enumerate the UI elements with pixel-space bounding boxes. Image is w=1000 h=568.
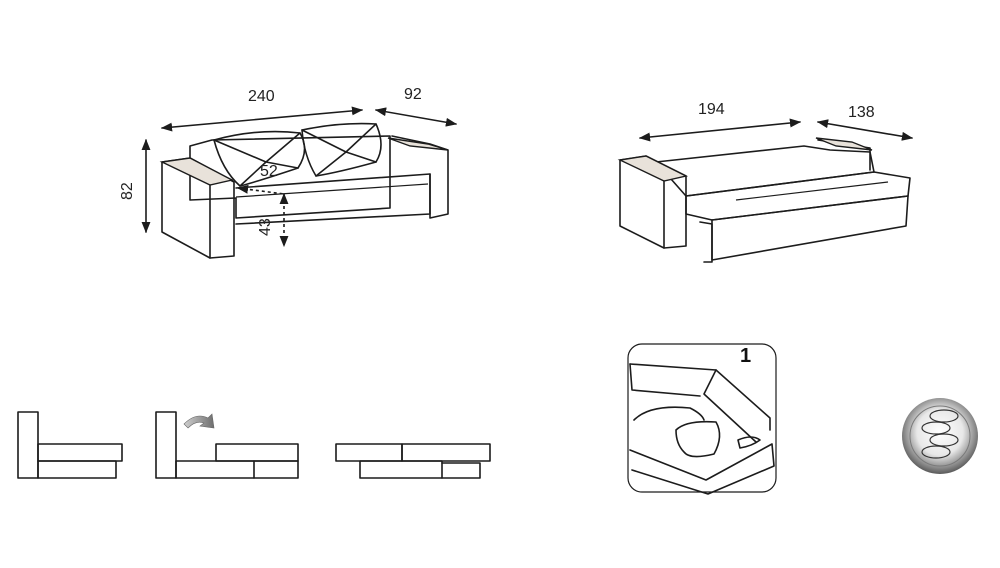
fold-step-3 [335,443,491,479]
spring-badge-icon [902,398,978,474]
fold-step-1 [17,411,123,479]
sofa-bed-view [617,118,914,263]
dim-seat-depth: 52 [260,163,278,180]
dim-sofa-depth: 92 [404,86,422,103]
dim-seat-height: 43 [257,218,274,236]
dim-sofa-width: 240 [248,88,275,105]
detail-badge: 1 [740,345,751,367]
curved-arrow-icon [183,413,215,429]
storage-detail-inset: 1 [627,343,777,495]
sofa-folded-view [141,106,458,259]
dim-bed-length: 138 [848,104,875,121]
dim-bed-width: 194 [698,101,725,118]
dim-sofa-height: 82 [119,182,136,200]
fold-step-2 [155,411,299,479]
